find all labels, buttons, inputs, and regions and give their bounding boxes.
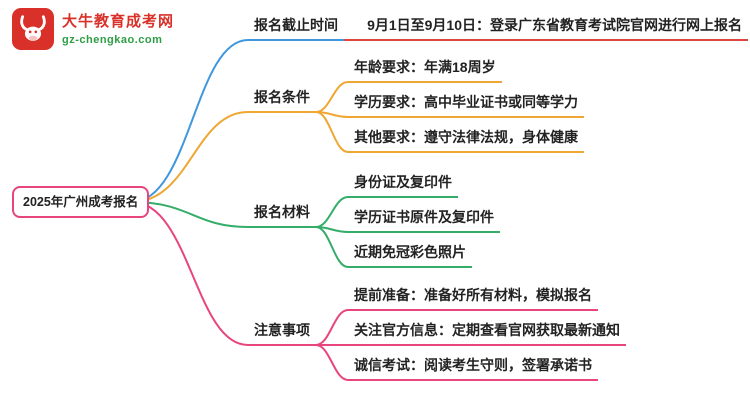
leaf-notes-1: 提前准备：准备好所有材料，模拟报名 bbox=[348, 285, 598, 311]
leaf-connector-notes-3 bbox=[315, 344, 349, 381]
leaf-notes-3: 诚信考试：阅读考生守则，签署承诺书 bbox=[348, 355, 598, 381]
site-name: 大牛教育成考网 bbox=[62, 12, 175, 30]
branch-curve-notes bbox=[131, 201, 249, 346]
leaf-connector-materials-3 bbox=[315, 226, 349, 268]
root-node: 2025年广州成考报名 bbox=[12, 186, 150, 218]
leaf-conditions-2: 学历要求：高中毕业证书或同等学力 bbox=[348, 92, 584, 118]
logo[interactable]: 大牛教育成考网 gz-chengkao.com bbox=[12, 8, 174, 50]
leaf-conditions-3: 其他要求：遵守法律法规，身体健康 bbox=[348, 127, 584, 153]
leaf-connector-conditions-3 bbox=[315, 111, 349, 153]
leaf-materials-3: 近期免冠彩色照片 bbox=[348, 242, 472, 268]
leaf-connector-materials-1 bbox=[315, 196, 349, 228]
branch-curve-materials bbox=[131, 201, 249, 228]
logo-text: 大牛教育成考网 gz-chengkao.com bbox=[62, 13, 174, 46]
bull-icon-graphic bbox=[20, 15, 46, 41]
leaf-materials-1: 身份证及复印件 bbox=[348, 172, 458, 198]
site-domain: gz-chengkao.com bbox=[62, 33, 163, 46]
leaf-notes-2: 关注官方信息：定期查看官网获取最新通知 bbox=[348, 320, 626, 346]
branch-label-notes: 注意事项 bbox=[248, 320, 316, 346]
leaf-deadline-1: 9月1日至9月10日：登录广东省教育考试院官网进行网上报名 bbox=[361, 15, 748, 41]
leaf-materials-2: 学历证书原件及复印件 bbox=[348, 207, 500, 233]
branch-label-deadline: 报名截止时间 bbox=[248, 15, 344, 41]
branch-label-conditions: 报名条件 bbox=[248, 87, 316, 113]
branch-label-materials: 报名材料 bbox=[248, 202, 316, 228]
leaf-connector-notes-1 bbox=[315, 309, 349, 346]
leaf-connector-conditions-1 bbox=[315, 81, 349, 113]
bull-icon bbox=[12, 8, 54, 50]
branch-curve-deadline bbox=[131, 39, 249, 203]
leaf-conditions-1: 年龄要求：年满18周岁 bbox=[348, 57, 502, 83]
branch-curve-conditions bbox=[131, 111, 249, 203]
